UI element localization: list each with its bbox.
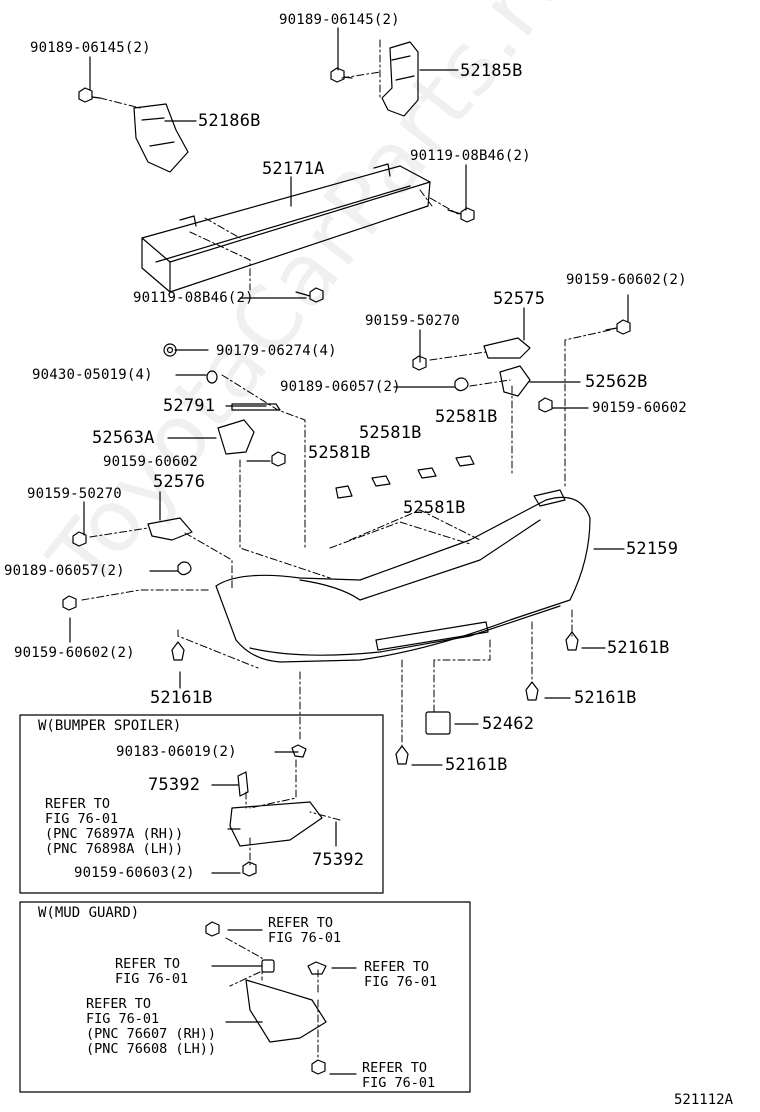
- refer-note-spoiler: REFER TO FIG 76-01 (PNC 76897A (RH)) (PN…: [45, 796, 184, 857]
- section-title-mud-guard: W(MUD GUARD): [38, 905, 140, 921]
- part-label-90159-60602[interactable]: 90159-60602: [592, 400, 687, 416]
- part-label-52791[interactable]: 52791: [163, 396, 216, 416]
- section-title-bumper-spoiler: W(BUMPER SPOILER): [38, 718, 182, 734]
- bolt-icon: [72, 531, 87, 547]
- clip-icon: [177, 561, 192, 576]
- part-label-90159-60603[interactable]: 90159-60603(2): [74, 865, 195, 881]
- part-label-52185B[interactable]: 52185B: [460, 61, 523, 81]
- bolt-icon: [330, 67, 353, 83]
- part-label-52562B[interactable]: 52562B: [585, 372, 648, 392]
- mudguard-box-frame: [19, 901, 471, 1093]
- spoiler-box-frame: [19, 714, 384, 894]
- bolt-icon: [78, 87, 101, 103]
- part-label-52161B[interactable]: 52161B: [574, 688, 637, 708]
- spoiler-part: [229, 801, 323, 847]
- part-label-90430-05019[interactable]: 90430-05019(4): [32, 367, 153, 383]
- bolt-icon: [311, 1059, 326, 1075]
- part-label-90189-06145[interactable]: 90189-06145(2): [279, 12, 400, 28]
- refer-note-mudguard-left: REFER TO FIG 76-01: [115, 956, 189, 987]
- part-label-90159-60602[interactable]: 90159-60602(2): [14, 645, 135, 661]
- rivet-icon: [171, 641, 185, 661]
- reinforcement-52171A: [141, 163, 431, 293]
- part-label-52161B[interactable]: 52161B: [445, 755, 508, 775]
- part-label-90159-60602[interactable]: 90159-60602(2): [566, 272, 687, 288]
- part-label-90119-08B46[interactable]: 90119-08B46(2): [410, 148, 531, 164]
- bumper-cover-52159: [215, 489, 591, 663]
- bolt-icon: [605, 319, 631, 335]
- rivet-icon: [525, 681, 539, 701]
- diagram-code: 521112A: [674, 1092, 734, 1108]
- washer-icon: [206, 370, 218, 384]
- part-label-90189-06145[interactable]: 90189-06145(2): [30, 40, 151, 56]
- part-label-52581B[interactable]: 52581B: [359, 423, 422, 443]
- bracket-52576: [147, 517, 193, 541]
- part-label-52161B[interactable]: 52161B: [150, 688, 213, 708]
- part-label-52575[interactable]: 52575: [493, 289, 546, 309]
- part-label-90119-08B46[interactable]: 90119-08B46(2): [133, 290, 254, 306]
- part-label-90183-06019[interactable]: 90183-06019(2): [116, 744, 237, 760]
- bracket-52562B: [499, 365, 531, 397]
- part-label-52171A[interactable]: 52171A: [262, 159, 325, 179]
- mudguard-part: [245, 979, 327, 1043]
- part-label-52159[interactable]: 52159: [626, 539, 679, 559]
- part-label-90159-60602[interactable]: 90159-60602: [103, 454, 198, 470]
- bolt-icon: [412, 355, 427, 371]
- part-label-52462[interactable]: 52462: [482, 714, 535, 734]
- part-label-52563A[interactable]: 52563A: [92, 428, 155, 448]
- part-label-52186B[interactable]: 52186B: [198, 111, 261, 131]
- bolt-icon: [62, 595, 77, 611]
- refer-note-mudguard-top: REFER TO FIG 76-01: [268, 915, 342, 946]
- clip-icon: [454, 377, 469, 392]
- bracket-52186B: [133, 103, 189, 173]
- bracket-52563A: [217, 419, 255, 455]
- refer-note-mudguard-bottom: REFER TO FIG 76-01: [362, 1060, 436, 1091]
- block-52462: [425, 711, 451, 735]
- fasteners: [62, 67, 631, 1075]
- part-label-75392[interactable]: 75392: [312, 850, 365, 870]
- assembly-lines: [81, 39, 611, 1061]
- bolt-icon: [447, 207, 475, 223]
- part-label-90159-50270[interactable]: 90159-50270: [365, 313, 460, 329]
- part-label-75392[interactable]: 75392: [148, 775, 201, 795]
- bolt-icon: [295, 287, 324, 303]
- nut-icon: [163, 343, 177, 357]
- bolt-icon: [538, 397, 553, 413]
- rivet-icon: [565, 631, 579, 651]
- bolt-icon: [205, 921, 220, 937]
- bolt-icon: [271, 451, 286, 467]
- refer-note-mudguard: REFER TO FIG 76-01 (PNC 76607 (RH)) (PNC…: [86, 996, 217, 1057]
- part-label-90189-06057[interactable]: 90189-06057(2): [4, 563, 125, 579]
- part-label-90159-50270[interactable]: 90159-50270: [27, 486, 122, 502]
- part-label-52581B[interactable]: 52581B: [435, 407, 498, 427]
- rivet-icon: [395, 745, 409, 765]
- part-label-52581B[interactable]: 52581B: [403, 498, 466, 518]
- clip-icon: [291, 744, 307, 758]
- bolt-52791: [231, 403, 281, 411]
- clip-icon: [307, 961, 327, 975]
- brackets: [133, 41, 531, 541]
- leader-lines: [69, 27, 629, 1075]
- refer-note-mudguard-right: REFER TO FIG 76-01: [364, 959, 438, 990]
- bolt-icon: [242, 861, 257, 877]
- part-label-90189-06057[interactable]: 90189-06057(2): [280, 379, 401, 395]
- part-label-52161B[interactable]: 52161B: [607, 638, 670, 658]
- part-label-90179-06274[interactable]: 90179-06274(4): [216, 343, 337, 359]
- part-label-52576[interactable]: 52576: [153, 472, 206, 492]
- pads-52581B: [335, 455, 475, 499]
- clip-icon: [261, 959, 275, 973]
- part-label-52581B[interactable]: 52581B: [308, 443, 371, 463]
- bracket-52185B: [381, 41, 419, 117]
- bracket-52575: [483, 337, 531, 359]
